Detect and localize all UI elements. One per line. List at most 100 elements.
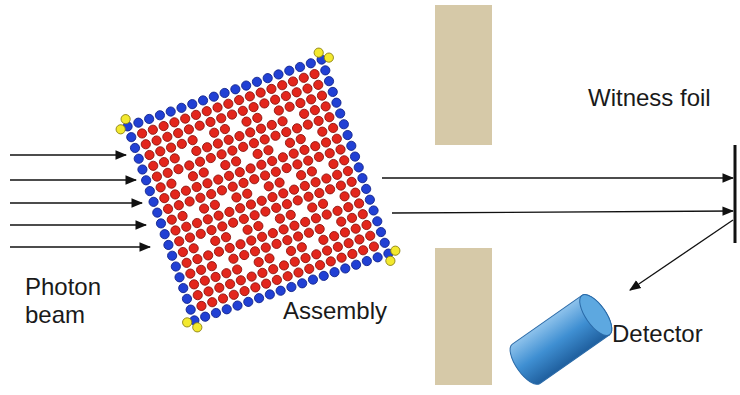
fuel-pin xyxy=(310,248,322,260)
fuel-pin xyxy=(329,266,341,278)
fuel-pin xyxy=(300,252,312,264)
fuel-pin xyxy=(238,249,250,261)
fuel-pin xyxy=(309,104,321,116)
fuel-pin xyxy=(251,76,263,88)
fuel-pin xyxy=(206,260,218,272)
fuel-pin xyxy=(219,159,231,171)
fuel-pin xyxy=(335,144,347,156)
fuel-pin xyxy=(259,170,271,182)
fuel-pin xyxy=(327,122,339,134)
fuel-pin xyxy=(281,198,293,210)
fuel-pin xyxy=(198,167,210,179)
fuel-pin xyxy=(357,244,369,256)
fuel-pin xyxy=(313,115,325,127)
fuel-pin xyxy=(255,123,267,135)
fuel-pin xyxy=(323,75,335,87)
fuel-pin xyxy=(276,79,288,91)
fuel-pin xyxy=(379,237,391,249)
foil-label: Witness foil xyxy=(588,84,736,112)
fuel-pin xyxy=(147,124,159,136)
fuel-pin xyxy=(151,135,163,147)
fuel-pin xyxy=(249,209,261,221)
fuel-pin xyxy=(253,292,265,304)
fuel-pin xyxy=(194,120,206,132)
fuel-pin xyxy=(231,264,243,276)
fuel-pin xyxy=(201,141,213,153)
fuel-pin xyxy=(259,134,271,146)
fuel-pin xyxy=(228,253,240,265)
fuel-pin xyxy=(216,148,228,160)
fuel-pin xyxy=(271,274,283,286)
fuel-pin xyxy=(267,227,279,239)
fuel-pin xyxy=(228,289,240,301)
fuel-pin xyxy=(277,115,289,127)
fuel-pin xyxy=(208,91,220,103)
fuel-pin xyxy=(310,176,322,188)
fuel-pin xyxy=(302,155,314,167)
fuel-pin xyxy=(325,256,337,268)
fuel-pin xyxy=(275,285,287,297)
fuel-pin xyxy=(206,296,218,308)
fuel-pin xyxy=(173,235,185,247)
fuel-pin xyxy=(336,252,348,264)
fuel-pin xyxy=(208,127,220,139)
fuel-pin xyxy=(324,147,336,159)
fuel-pin xyxy=(331,133,343,145)
fuel-pin xyxy=(309,68,321,80)
fuel-pin xyxy=(209,199,221,211)
fuel-pin xyxy=(280,90,292,102)
fuel-pin xyxy=(295,169,307,181)
fuel-pin xyxy=(169,153,181,165)
fuel-pin xyxy=(274,213,286,225)
fuel-pin xyxy=(273,105,285,117)
fuel-pin xyxy=(292,195,304,207)
detector-symbol xyxy=(504,290,618,390)
fuel-pin xyxy=(166,214,178,226)
fuel-pin xyxy=(328,230,340,242)
fuel-pin xyxy=(195,192,207,204)
assembly-label: Assembly xyxy=(283,297,423,325)
fuel-pin xyxy=(335,180,347,192)
fuel-pin xyxy=(270,166,282,178)
fuel-pin xyxy=(314,259,326,271)
fuel-pin xyxy=(295,133,307,145)
fuel-pin xyxy=(242,224,254,236)
fuel-pin xyxy=(184,196,196,208)
fuel-pin xyxy=(245,235,257,247)
fuel-pin xyxy=(270,202,282,214)
fuel-pin xyxy=(346,176,358,188)
fuel-pin xyxy=(334,108,346,120)
fuel-pin xyxy=(364,230,376,242)
fuel-pin xyxy=(255,87,267,99)
fuel-pin xyxy=(230,156,242,168)
fuel-pin xyxy=(216,185,228,197)
fuel-pin xyxy=(199,275,211,287)
witness-foil xyxy=(734,145,737,243)
fuel-pin xyxy=(176,102,188,114)
fuel-pin xyxy=(260,278,272,290)
fuel-pin xyxy=(354,234,366,246)
fuel-pin xyxy=(313,47,325,59)
fuel-pin xyxy=(137,164,149,176)
collimator-block xyxy=(435,248,492,385)
fuel-pin xyxy=(232,300,244,312)
fuel-pin xyxy=(256,231,268,243)
fuel-pin xyxy=(227,145,239,157)
fuel-pin xyxy=(269,94,281,106)
fuel-pin xyxy=(185,304,197,316)
fuel-pin xyxy=(173,199,185,211)
fuel-pin xyxy=(323,52,335,64)
fuel-pin xyxy=(296,241,308,253)
fuel-pin xyxy=(289,220,301,232)
fuel-pin xyxy=(317,198,329,210)
fuel-pin xyxy=(219,123,231,135)
fuel-pin xyxy=(253,220,265,232)
fuel-pin xyxy=(181,317,193,329)
fuel-pin xyxy=(162,167,174,179)
fuel-pin xyxy=(115,123,127,135)
fuel-pin xyxy=(148,196,160,208)
fuel-pin xyxy=(273,69,285,81)
fuel-pin xyxy=(284,137,296,149)
fuel-pin xyxy=(143,113,155,125)
fuel-pin xyxy=(212,174,224,186)
